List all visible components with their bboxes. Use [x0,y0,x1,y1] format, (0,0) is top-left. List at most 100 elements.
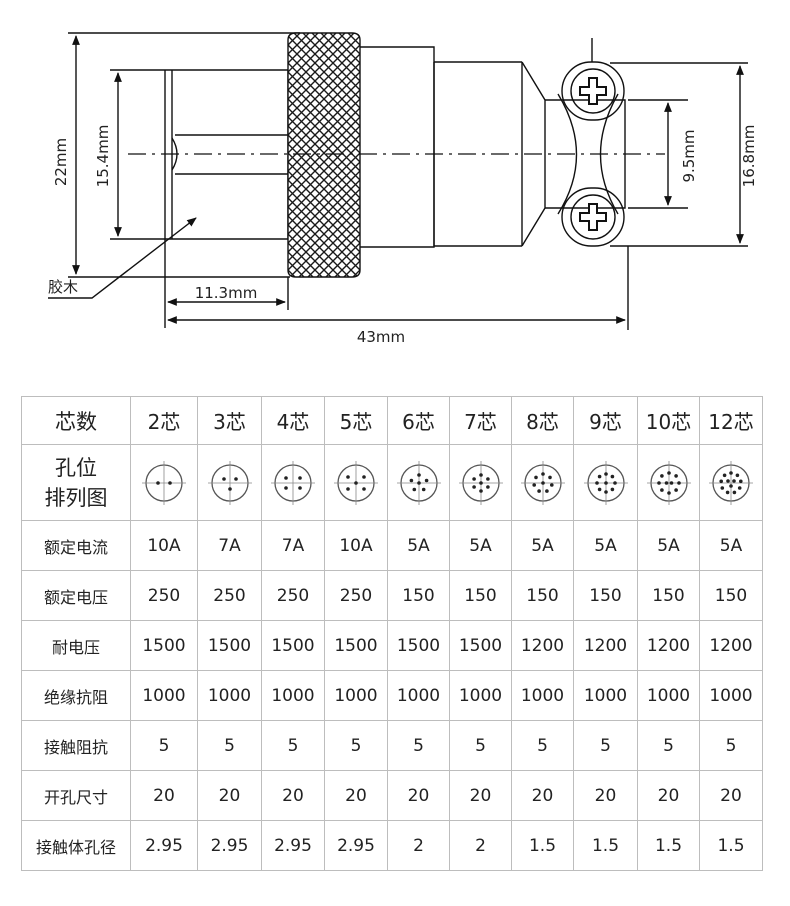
pin-layout-cell [197,444,262,521]
pin-dot [233,476,238,481]
table-cell: 5A [449,520,512,571]
pin-layout-cell [699,444,763,521]
pin-dot [471,476,476,481]
column-header: 6芯 [387,396,450,445]
table-cell: 20 [573,770,638,821]
pin-layout-diagram [207,460,252,505]
connector-technical-drawing: 22mm 15.4mm 11.3mm 43mm 9.5mm 16.8mm 胶木 [48,32,758,346]
dim-9-5mm: 9.5mm [680,129,698,182]
table-cell: 5 [511,720,574,771]
table-cell: 1000 [130,670,198,721]
pin-dot [669,480,673,485]
table-cell: 1500 [130,620,198,671]
pin-dot [659,473,664,478]
pin-layout-cell [573,444,638,521]
pin-dot [676,480,681,485]
table-cell: 1200 [573,620,638,671]
pin-dot [673,487,678,492]
pin-dot [732,490,737,494]
pin-layout-cell [130,444,198,521]
table-cell: 1000 [387,670,450,721]
pin-dot [168,480,172,485]
dim-22mm: 22mm [52,138,70,186]
table-cell: 1.5 [637,820,700,871]
pin-dot [597,487,601,491]
table-cell: 5 [130,720,198,771]
pin-dot [656,480,661,485]
row-label: 接触体孔径 [21,820,131,871]
table-cell: 1000 [573,670,638,721]
table-cell: 2 [449,820,512,871]
pin-dot [354,480,358,485]
table-cell: 1500 [387,620,450,671]
table-cell: 5 [387,720,450,771]
pin-dot [549,482,554,487]
pin-dot [612,480,617,485]
table-cell: 5 [699,720,763,771]
table-cell: 250 [197,570,262,621]
pin-dot [610,487,614,491]
pin-dot [732,478,736,483]
table-cell: 5 [637,720,700,771]
pin-layout-diagram [458,460,503,505]
pin-layout-diagram [271,460,315,505]
row-label: 绝缘抗阻 [21,670,131,721]
table-cell: 1000 [324,670,388,721]
pin-layout-cell [637,444,700,521]
table-cell: 5A [699,520,763,571]
table-cell: 1200 [699,620,763,671]
pin-dot [603,480,608,485]
table-cell: 150 [699,570,763,621]
table-cell: 1000 [449,670,512,721]
row-label: 额定电流 [21,520,131,571]
pin-dot [536,488,541,493]
pin-dot [478,472,483,477]
row-label: 耐电压 [21,620,131,671]
column-header: 4芯 [261,396,325,445]
pin-dot [544,488,549,493]
pin-dot [729,470,733,475]
table-cell: 1.5 [699,820,763,871]
table-cell: 1500 [324,620,388,671]
pin-dot [478,488,483,493]
pin-dot [597,474,601,478]
pin-layout-diagram [142,460,186,505]
pin-dot [719,479,723,483]
pin-dot [540,471,545,476]
pin-dot [720,485,725,490]
table-cell: 250 [130,570,198,621]
bakelite-callout-label: 胶木 [48,278,78,296]
table-cell: 150 [637,570,700,621]
column-header: 2芯 [130,396,198,445]
pin-dot [603,489,608,494]
pin-dot [421,487,425,491]
pin-layout-label: 孔位 排列图 [21,444,131,521]
pin-dot [471,484,476,489]
pin-layout-cell [511,444,574,521]
table-cell: 1.5 [573,820,638,871]
table-cell: 5A [573,520,638,571]
pin-layout-diagram [709,460,753,505]
pin-dot [722,473,727,477]
pin-dot [659,487,664,492]
table-cell: 10A [324,520,388,571]
pin-dot [485,476,490,481]
table-cell: 5 [324,720,388,771]
table-cell: 1000 [197,670,262,721]
table-cell: 20 [511,770,574,821]
pin-dot [729,483,733,488]
table-cell: 20 [637,770,700,821]
pin-layout-cell [324,444,388,521]
table-cell: 1.5 [511,820,574,871]
table-cell: 5A [387,520,450,571]
table-cell: 2.95 [197,820,262,871]
table-cell: 1000 [511,670,574,721]
table-cell: 2.95 [324,820,388,871]
table-cell: 250 [261,570,325,621]
pin-dot [362,486,366,491]
table-cell: 150 [387,570,450,621]
pin-layout-label-line2: 排列图 [44,485,108,510]
